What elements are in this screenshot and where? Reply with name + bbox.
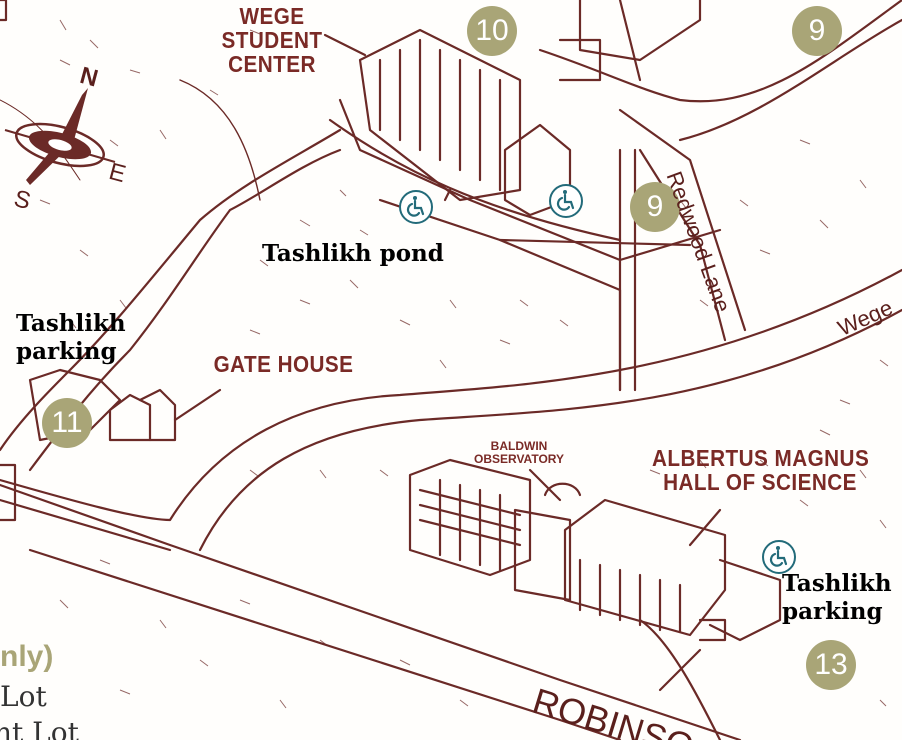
- tashlikh-parking-west-annotation: Tashlikh parking: [16, 310, 126, 365]
- compass-rose-icon: [4, 88, 116, 185]
- building-badge-13[interactable]: 13: [806, 640, 856, 690]
- legend-fragment-lot2: nt Lot: [0, 716, 79, 740]
- albertus-magnus-label: ALBERTUS MAGNUS HALL OF SCIENCE: [652, 445, 870, 496]
- gate-house-label: GATE HOUSE: [213, 351, 354, 377]
- wheelchair-icon: [762, 540, 796, 574]
- wege-student-center-label: WEGE STUDENT CENTER: [221, 3, 323, 78]
- tashlikh-pond-annotation: Tashlikh pond: [262, 240, 444, 267]
- baldwin-observatory-label: BALDWIN OBSERVATORY: [473, 439, 565, 466]
- wheelchair-icon: [549, 184, 583, 218]
- wheelchair-icon: [399, 190, 433, 224]
- building-badge-11[interactable]: 11: [42, 398, 92, 448]
- tashlikh-parking-east-annotation: Tashlikh parking: [782, 570, 892, 625]
- legend-fragment-lot1: Lot: [0, 680, 47, 713]
- building-badge-9-top[interactable]: 9: [792, 6, 842, 56]
- legend-fragment-only: nly): [0, 640, 54, 673]
- building-badge-9-mid[interactable]: 9: [630, 182, 680, 232]
- building-badge-10[interactable]: 10: [467, 6, 517, 56]
